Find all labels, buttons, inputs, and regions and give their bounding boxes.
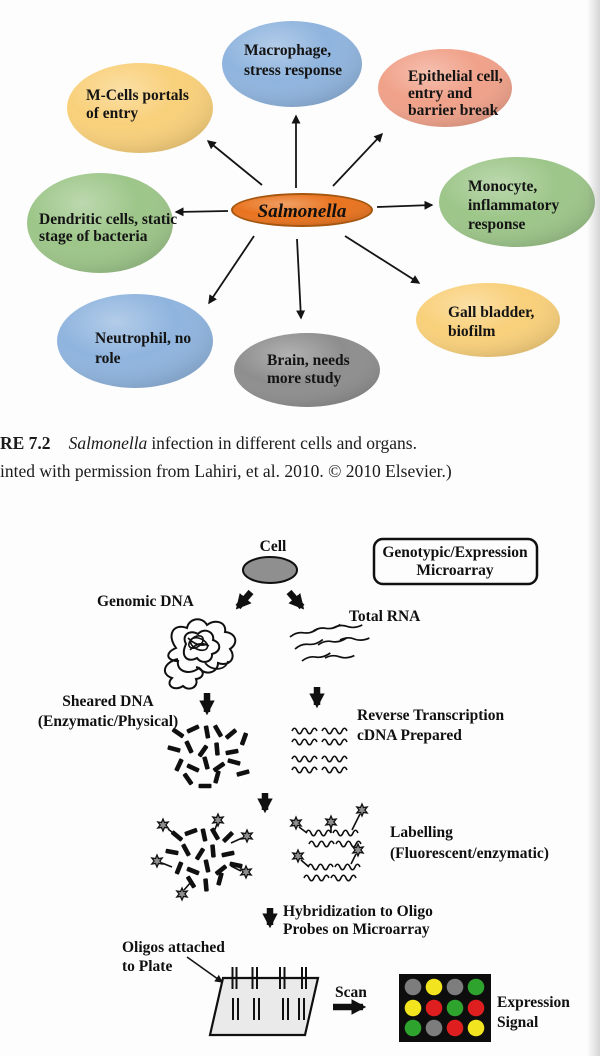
salmonella-infection-diagram: Macrophage, stress response Epithelial c… xyxy=(27,21,595,407)
reverse-transcription-label: cDNA Prepared xyxy=(357,727,462,744)
array-dot xyxy=(425,1019,443,1037)
node-m-cells: M-Cells portals of entry xyxy=(67,63,213,153)
reverse-transcription-label: Reverse Transcription xyxy=(357,707,504,724)
node-label: Neutrophil, no xyxy=(95,330,191,347)
node-label: inflammatory xyxy=(468,197,560,214)
oligos-label: to Plate xyxy=(122,958,172,975)
array-dot xyxy=(467,978,485,996)
arrow-to-total-rna xyxy=(286,589,305,610)
array-dot xyxy=(467,999,485,1017)
node-label: biofilm xyxy=(448,323,495,340)
node-dendritic: Dendritic cells, static stage of bacteri… xyxy=(27,173,177,273)
sheared-dna-fragments-icon xyxy=(167,724,250,789)
oligos-pointer-line xyxy=(186,956,224,983)
arrow-to-epithelial xyxy=(332,132,383,187)
expression-signal-label: Expression xyxy=(497,994,570,1011)
node-monocyte: Monocyte, inflammatory response xyxy=(439,157,595,247)
box-title: Microarray xyxy=(416,562,493,579)
labelling-label: (Fluorescent/enzymatic) xyxy=(390,845,549,862)
node-label: more study xyxy=(267,370,341,387)
node-label: M-Cells portals xyxy=(86,87,189,104)
oligos-label: Oligos attached xyxy=(122,939,225,956)
arrow-to-genomic-dna xyxy=(235,589,254,610)
array-dot xyxy=(404,978,422,996)
array-dot xyxy=(446,978,464,996)
labelled-dna-icon xyxy=(151,813,253,901)
node-neutrophil: Neutrophil, no role xyxy=(57,294,213,388)
figure-number: RE 7.2 xyxy=(0,433,51,453)
node-gall-bladder: Gall bladder, biofilm xyxy=(416,283,560,357)
node-label: Monocyte, xyxy=(468,178,537,195)
arrow-to-m-cells xyxy=(206,140,263,186)
arrow-to-neutrophil xyxy=(208,235,255,305)
node-label: response xyxy=(468,216,526,233)
node-epithelial: Epithelial cell, entry and barrier break xyxy=(378,49,512,127)
node-label: of entry xyxy=(86,105,138,122)
node-macrophage: Macrophage, stress response xyxy=(222,21,362,107)
array-dot xyxy=(425,999,443,1017)
array-dot xyxy=(404,1019,422,1037)
caption-line-2: inted with permission from Lahiri, et al… xyxy=(0,461,452,481)
arrow-to-gall-bladder xyxy=(344,235,421,284)
node-label: role xyxy=(95,350,121,367)
scan-label: Scan xyxy=(335,984,367,1001)
cell-label: Cell xyxy=(260,538,287,555)
array-dot xyxy=(467,1019,485,1037)
node-label: Epithelial cell, xyxy=(408,68,503,85)
salmonella-label: Salmonella xyxy=(258,201,347,222)
caption-italic-term: Salmonella xyxy=(68,433,148,453)
genomic-dna-label: Genomic DNA xyxy=(97,593,195,610)
cdna-strands-icon xyxy=(291,727,348,774)
node-label: entry and xyxy=(408,85,473,102)
sheared-dna-label: (Enzymatic/Physical) xyxy=(38,713,178,730)
expression-signal-label: Signal xyxy=(497,1014,539,1031)
node-label: stage of bacteria xyxy=(39,228,148,245)
hybridization-label: Probes on Microarray xyxy=(283,921,430,938)
node-label: barrier break xyxy=(408,102,499,119)
microarray-workflow-diagram: Cell Genotypic/Expression Microarray Gen… xyxy=(38,537,570,1042)
array-dot xyxy=(446,1019,464,1037)
caption-text: infection in different cells and organs. xyxy=(151,433,417,453)
arrow-to-brain xyxy=(296,238,306,320)
microarray-plate-icon xyxy=(208,967,320,1037)
total-rna-label: Total RNA xyxy=(349,608,421,625)
labelled-cdna-icon xyxy=(290,803,368,882)
cell-icon xyxy=(242,556,298,584)
node-label: Macrophage, xyxy=(244,42,331,59)
array-dot xyxy=(446,999,464,1017)
expression-signal-array xyxy=(399,974,491,1042)
array-dot xyxy=(404,999,422,1017)
node-label: Brain, needs xyxy=(267,352,350,369)
radiating-arrows xyxy=(174,114,434,320)
sheared-dna-label: Sheared DNA xyxy=(62,693,154,710)
node-label: Dendritic cells, static xyxy=(39,211,177,228)
genotypic-expression-box: Genotypic/Expression Microarray xyxy=(372,537,539,586)
arrow-to-monocyte xyxy=(376,200,434,210)
box-title: Genotypic/Expression xyxy=(382,544,528,561)
arrow-to-dendritic xyxy=(174,207,229,217)
labelling-label: Labelling xyxy=(390,824,453,841)
genomic-dna-tangle-icon xyxy=(163,618,237,690)
node-brain: Brain, needs more study xyxy=(234,333,380,407)
node-label: Gall bladder, xyxy=(448,304,535,321)
array-dot xyxy=(425,978,443,996)
node-label: stress response xyxy=(244,62,342,79)
node-salmonella-center: Salmonella xyxy=(231,193,373,227)
hybridization-label: Hybridization to Oligo xyxy=(283,903,433,920)
rna-fragments-icon xyxy=(288,622,371,662)
